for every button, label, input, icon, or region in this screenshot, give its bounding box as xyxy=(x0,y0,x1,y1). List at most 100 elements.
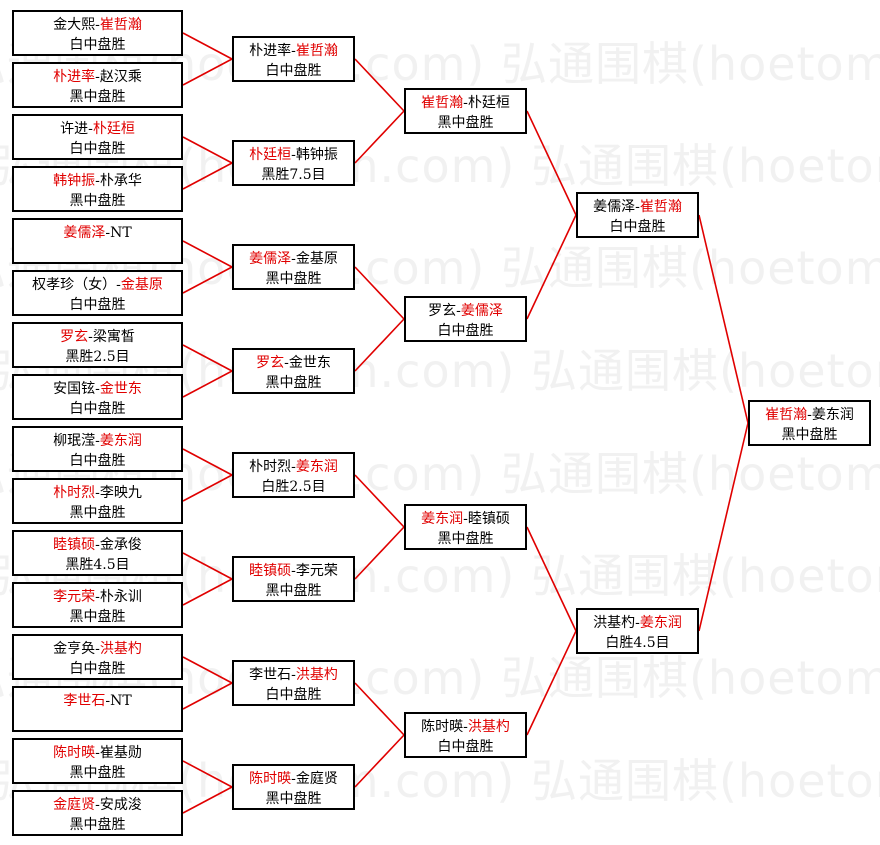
versus-dash: - xyxy=(463,95,468,111)
versus-dash: - xyxy=(291,459,296,475)
player-one: 姜儒泽 xyxy=(249,251,292,267)
player-one: 洪基杓 xyxy=(593,615,636,631)
player-two: 洪基杓 xyxy=(295,667,338,683)
bracket-connector-line xyxy=(354,58,405,112)
round-1-match-box: 金亨奂-洪基杓白中盘胜 xyxy=(12,634,183,680)
bracket-connector-line xyxy=(182,370,233,398)
match-result: 白中盘胜 xyxy=(265,687,322,703)
bracket-connector-line xyxy=(354,474,405,528)
match-players: 睦镇硕-金承俊 xyxy=(14,535,181,555)
bracket-connector-line xyxy=(526,214,577,320)
match-players: 朴进率-崔哲瀚 xyxy=(234,41,353,61)
bracket-connector-line xyxy=(182,682,233,710)
player-two: 梁寓皙 xyxy=(92,329,135,345)
player-one: 金庭贤 xyxy=(53,797,96,813)
bracket-connector-line xyxy=(526,526,577,632)
match-players: 柳珉滢-姜东润 xyxy=(14,431,181,451)
player-one: 朴廷桓 xyxy=(249,147,292,163)
quarterfinal-match-box: 姜东润-睦镇硕黑中盘胜 xyxy=(404,504,527,550)
match-players: 姜儒泽-崔哲瀚 xyxy=(578,197,697,217)
match-result: 白胜2.5目 xyxy=(261,479,326,495)
player-one: 韩钟振 xyxy=(53,173,96,189)
match-result: 白中盘胜 xyxy=(69,453,126,469)
player-two: 洪基杓 xyxy=(99,641,142,657)
bracket-connector-line xyxy=(182,656,233,684)
match-result: 黑中盘胜 xyxy=(437,531,494,547)
match-players: 睦镇硕-李元荣 xyxy=(234,561,353,581)
match-result: 黑胜4.5目 xyxy=(65,557,130,573)
player-one: 金亨奂 xyxy=(53,641,96,657)
versus-dash: - xyxy=(95,173,100,189)
player-one: 许进 xyxy=(60,121,89,137)
versus-dash: - xyxy=(635,199,640,215)
match-players: 罗玄-姜儒泽 xyxy=(406,301,525,321)
match-players: 朴时烈-李映九 xyxy=(14,483,181,503)
match-players: 崔哲瀚-朴廷桓 xyxy=(406,93,525,113)
bracket-connector-line xyxy=(182,760,233,788)
player-one: 金大熙 xyxy=(53,17,96,33)
player-two: 金基原 xyxy=(295,251,338,267)
match-result: 黑中盘胜 xyxy=(69,609,126,625)
quarterfinal-match-box: 罗玄-姜儒泽白中盘胜 xyxy=(404,296,527,342)
player-one: 睦镇硕 xyxy=(249,563,292,579)
match-result: 黑中盘胜 xyxy=(265,583,322,599)
semifinal-match-box: 洪基杓-姜东润白胜4.5目 xyxy=(576,608,699,654)
match-result: 白胜4.5目 xyxy=(605,635,670,651)
versus-dash: - xyxy=(291,563,296,579)
player-two: NT xyxy=(110,225,132,241)
bracket-connector-line xyxy=(354,682,405,736)
versus-dash: - xyxy=(95,589,100,605)
bracket-connector-line xyxy=(354,266,405,320)
player-one: 权孝珍（女） xyxy=(32,277,117,293)
match-players: 姜东润-睦镇硕 xyxy=(406,509,525,529)
versus-dash: - xyxy=(105,693,111,709)
versus-dash: - xyxy=(463,511,468,527)
match-players: 李世石-洪基杓 xyxy=(234,665,353,685)
player-two: 朴廷桓 xyxy=(467,95,510,111)
player-two: 姜东润 xyxy=(639,615,682,631)
match-result: 白中盘胜 xyxy=(437,739,494,755)
round-1-match-box: 罗玄-梁寓皙黑胜2.5目 xyxy=(12,322,183,368)
match-result: 黑中盘胜 xyxy=(265,271,322,287)
bracket-connector-line xyxy=(354,318,405,372)
versus-dash: - xyxy=(635,615,640,631)
versus-dash: - xyxy=(116,277,121,293)
player-one: 崔哲瀚 xyxy=(765,407,808,423)
player-two: 崔哲瀚 xyxy=(295,43,338,59)
player-one: 姜东润 xyxy=(421,511,464,527)
round-1-match-box: 陈时暎-崔基勋黑中盘胜 xyxy=(12,738,183,784)
match-result: 白中盘胜 xyxy=(69,401,126,417)
player-one: 崔哲瀚 xyxy=(421,95,464,111)
bracket-connector-line xyxy=(182,786,233,814)
player-two: 姜东润 xyxy=(99,433,142,449)
match-players: 金大熙-崔哲瀚 xyxy=(14,15,181,35)
player-one: 安国铉 xyxy=(53,381,96,397)
bracket-connector-line xyxy=(182,474,233,502)
player-two: 睦镇硕 xyxy=(467,511,510,527)
player-one: 朴进率 xyxy=(249,43,292,59)
bracket-connector-line xyxy=(182,266,233,294)
player-one: 李元荣 xyxy=(53,589,96,605)
match-result: 黑中盘胜 xyxy=(69,505,126,521)
bracket-connector-line xyxy=(182,162,233,190)
semifinal-match-box: 姜儒泽-崔哲瀚白中盘胜 xyxy=(576,192,699,238)
match-players: 朴进率-赵汉乘 xyxy=(14,67,181,87)
quarterfinal-match-box: 陈时暎-洪基杓白中盘胜 xyxy=(404,712,527,758)
match-players: 李世石-NT xyxy=(14,691,181,711)
player-two: 李元荣 xyxy=(295,563,338,579)
match-result: 白中盘胜 xyxy=(437,323,494,339)
player-two: 赵汉乘 xyxy=(99,69,142,85)
round-2-match-box: 睦镇硕-李元荣黑中盘胜 xyxy=(232,556,355,602)
round-2-match-box: 李世石-洪基杓白中盘胜 xyxy=(232,660,355,706)
match-players: 姜儒泽-金基原 xyxy=(234,249,353,269)
bracket-connector-line xyxy=(354,110,405,164)
match-players: 金庭贤-安成浚 xyxy=(14,795,181,815)
player-two: 崔哲瀚 xyxy=(639,199,682,215)
match-result: 白中盘胜 xyxy=(69,141,126,157)
player-one: 陈时暎 xyxy=(421,719,464,735)
player-two: 安成浚 xyxy=(99,797,142,813)
match-players: 安国铉-金世东 xyxy=(14,379,181,399)
match-result: 黑中盘胜 xyxy=(69,89,126,105)
round-1-match-box: 朴进率-赵汉乘黑中盘胜 xyxy=(12,62,183,108)
versus-dash: - xyxy=(95,745,100,761)
